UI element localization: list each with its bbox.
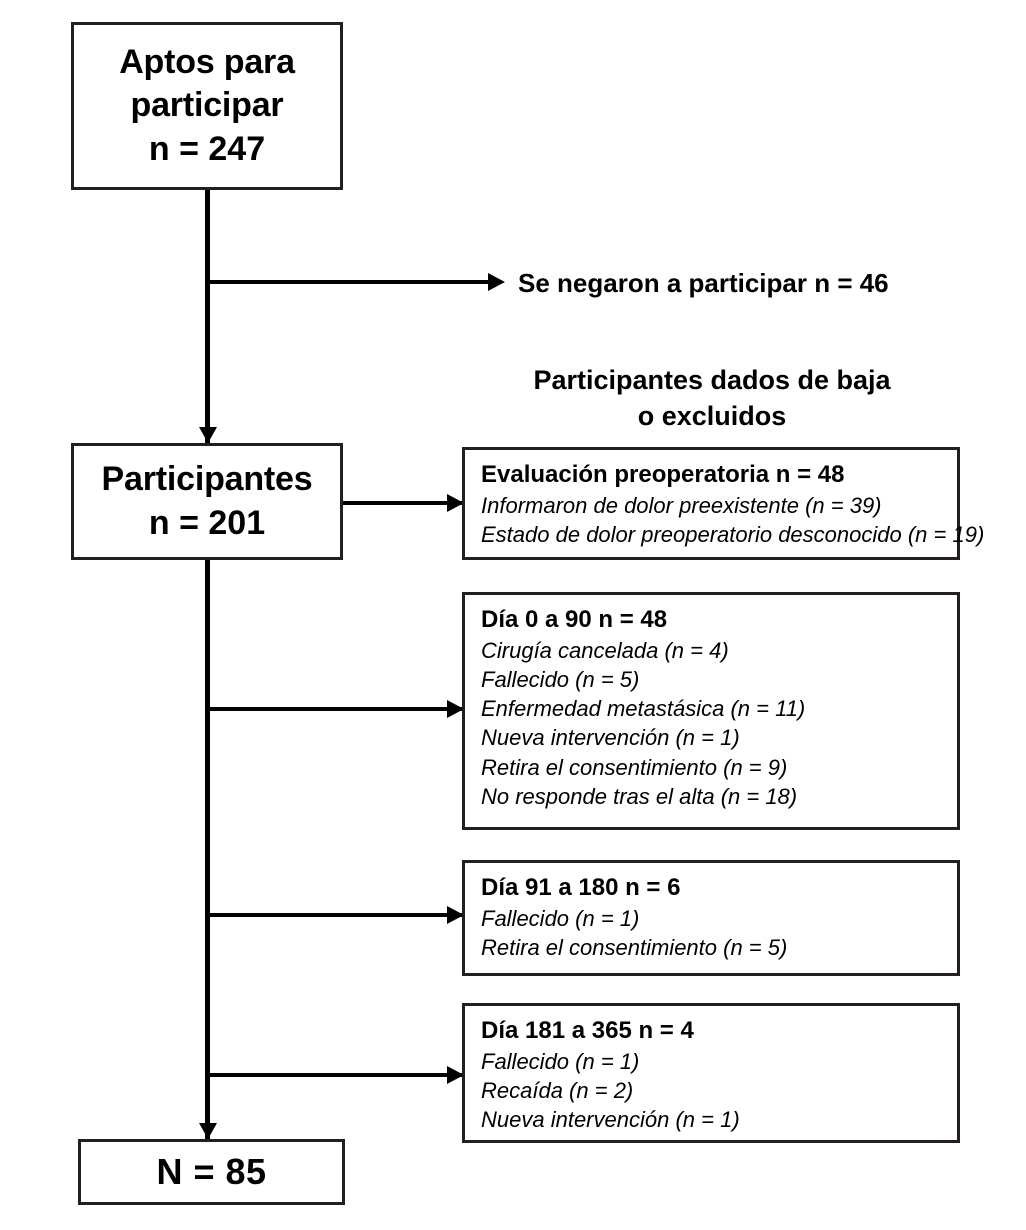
exclusion-box-preoperative: Evaluación preoperatoria n = 48 Informar… [462,447,985,560]
connector-exclusion-2 [207,707,479,711]
node-final-count: N = 85 [156,1151,267,1192]
exclusion-item: Retira el consentimiento (n = 9) [481,754,788,780]
exclusion-box-day-91-180: Día 91 a 180 n = 6 Fallecido (n = 1) Ret… [462,860,960,976]
exclusion-box-title: Día 181 a 365 n = 4 [481,1017,694,1044]
label-refused: Se negaron a participar n = 46 [518,268,889,298]
node-participants-line1: Participantes [101,459,313,498]
exclusions-header-line2: o excluidos [637,400,787,431]
exclusions-header-line1: Participantes dados de baja [533,365,891,395]
exclusion-item: Enfermedad metastásica (n = 11) [481,696,806,722]
node-participants: Participantes n = 201 [71,443,343,560]
connector-eligible-to-participants [205,190,210,443]
exclusion-box-day-181-365: Día 181 a 365 n = 4 Fallecido (n = 1) Re… [462,1003,960,1143]
exclusion-item: Fallecido (n = 1) [481,905,640,931]
exclusion-item: Fallecido (n = 5) [481,666,640,692]
arrowhead-exclusion-4 [447,1066,464,1084]
arrowhead-exclusion-1 [447,494,464,512]
exclusion-item: Recaída (n = 2) [481,1077,634,1103]
exclusion-item: Nueva intervención (n = 1) [481,1107,740,1133]
node-final-sample: N = 85 [78,1139,345,1205]
arrowhead-exclusion-3 [447,906,464,924]
exclusion-item: No responde tras el alta (n = 18) [481,783,798,809]
connector-exclusion-4 [207,1073,479,1077]
exclusion-item: Retira el consentimiento (n = 5) [481,934,788,960]
node-eligible-line2: participar [130,86,284,125]
exclusion-box-title: Día 91 a 180 n = 6 [481,874,681,901]
connector-exclusion-1 [343,501,479,505]
arrowhead-refused [488,273,505,291]
node-eligible-count: n = 247 [148,129,266,168]
connector-participants-to-final [205,560,210,1139]
exclusion-item: Informaron de dolor preexistente (n = 39… [481,492,882,518]
node-participants-count: n = 201 [148,503,266,542]
arrowhead-exclusion-2 [447,700,464,718]
connector-refused [207,280,495,284]
exclusion-item: Estado de dolor preoperatorio desconocid… [481,521,985,547]
node-eligible: Aptos para participar n = 247 [71,22,343,190]
exclusion-box-title: Día 0 a 90 n = 48 [481,606,668,633]
arrowhead-participants [199,427,217,443]
arrowhead-final [199,1123,217,1139]
node-eligible-line1: Aptos para [119,42,295,81]
exclusion-box-title: Evaluación preoperatoria n = 48 [481,461,845,488]
exclusion-box-day-0-90: Día 0 a 90 n = 48 Cirugía cancelada (n =… [462,592,960,830]
exclusion-item: Fallecido (n = 1) [481,1048,640,1074]
connector-exclusion-3 [207,913,479,917]
exclusions-header: Participantes dados de baja o excluidos [462,363,962,435]
exclusion-item: Nueva intervención (n = 1) [481,725,740,751]
exclusion-item: Cirugía cancelada (n = 4) [481,637,729,663]
